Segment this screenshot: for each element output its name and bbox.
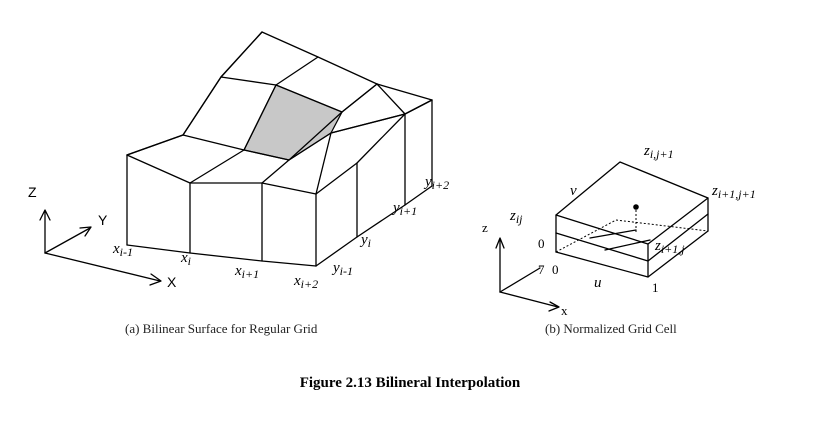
seven-label: 7 [538, 262, 545, 277]
panel-a-x-labels: xi-1 xi xi+1 xi+2 [112, 241, 318, 291]
cell-bottom-back-right [615, 219, 709, 232]
mid-line-right [647, 213, 709, 262]
one-label: 1 [652, 280, 659, 295]
x-axis-arrowhead [149, 273, 162, 286]
surface-col-2 [261, 83, 378, 184]
right-top-edge-2 [404, 99, 433, 115]
panel-b-caption: (b) Normalized Grid Cell [545, 321, 677, 336]
b-y-axis [499, 267, 541, 293]
y-axis-label: Y [98, 212, 108, 228]
cell-bottom-back-left [555, 219, 617, 253]
panel-b-cell [555, 161, 709, 278]
panel-a-y-labels: yi-1 yi yi+1 yi+2 [331, 174, 449, 278]
surface-col-3 [315, 83, 406, 195]
panel-a-surface [126, 31, 433, 267]
front-bottom-edge [126, 244, 317, 267]
x-label-1: xi [180, 250, 191, 268]
corner-label-zij1: zi,j+1 [643, 143, 674, 161]
y-label-3: yi+2 [423, 174, 449, 192]
x-label-2: xi+1 [234, 263, 259, 281]
panel-a-caption: (a) Bilinear Surface for Regular Grid [125, 321, 318, 336]
zero-top-label: 0 [538, 236, 545, 251]
b-z-axis-label: z [482, 220, 488, 235]
x-axis-label: X [167, 274, 177, 290]
y-label-0: yi-1 [331, 260, 353, 278]
corner-label-zi1j1: zi+1,j+1 [711, 183, 756, 201]
mid-line-front [555, 232, 649, 262]
param-v-label: v [570, 183, 577, 199]
x-label-3: xi+2 [293, 273, 318, 291]
x-axis [44, 252, 161, 282]
y-axis [44, 227, 91, 254]
panel-b-labels: zij zi,j+1 zi+1,j+1 zi+1,j v u 0 0 7 1 [509, 143, 756, 295]
surface-col-1 [189, 56, 319, 184]
zero-bottom-label: 0 [552, 262, 559, 277]
surface-col-0 [126, 31, 263, 156]
b-x-axis [499, 291, 559, 308]
right-bottom-edge [315, 185, 433, 267]
interpolated-point [633, 204, 639, 210]
y-label-1: yi [359, 232, 371, 250]
corner-label-zij: zij [509, 208, 523, 226]
z-axis-label: Z [28, 184, 37, 200]
cell-bottom-front [555, 230, 709, 278]
panel-a-axes: Z Y X [28, 184, 177, 290]
surface-row-2 [220, 31, 378, 85]
b-x-axis-arrowhead [548, 301, 560, 312]
back-right-edge [376, 83, 433, 101]
panel-b-axes: z x [482, 220, 568, 318]
x-label-0: xi-1 [112, 241, 133, 259]
b-x-axis-label: x [561, 303, 568, 318]
corner-label-zi1j: zi+1,j [654, 238, 685, 256]
b-z-axis-arrowhead [495, 237, 505, 249]
inner-line-2 [604, 239, 651, 251]
y-axis-arrowhead [79, 226, 92, 237]
y-label-2: yi+1 [391, 200, 417, 218]
figure-title: Figure 2.13 Bilineral Interpolation [300, 375, 521, 391]
z-axis-arrowhead [39, 209, 51, 221]
front-top-edge [126, 154, 317, 195]
inner-line [589, 229, 637, 239]
param-u-label: u [594, 275, 602, 291]
